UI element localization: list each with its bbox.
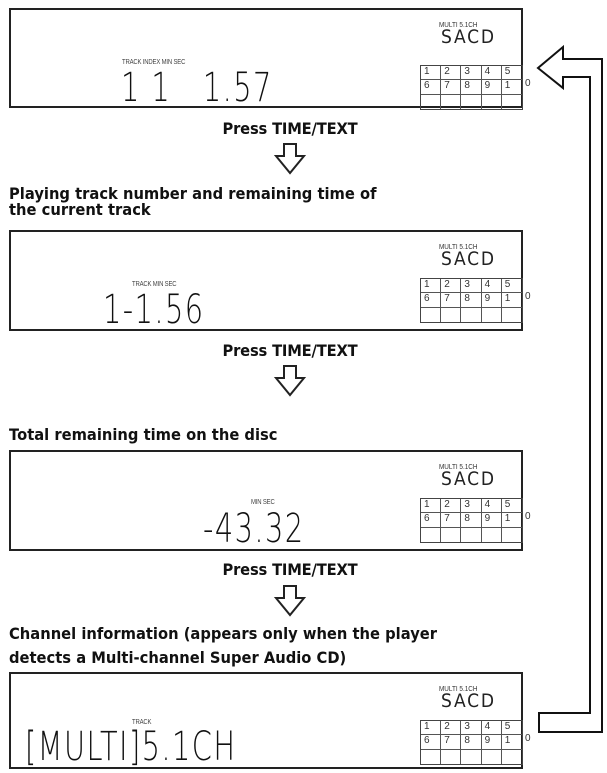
grid-trailing-digit: 0 bbox=[525, 511, 531, 522]
lcd-readout: -43.32 bbox=[203, 506, 305, 552]
lcd-field-label: TRACK MIN SEC bbox=[132, 281, 177, 288]
sacd-indicator: SACD bbox=[441, 468, 496, 490]
lcd-readout: 1 1 1.57 bbox=[121, 65, 273, 111]
sacd-indicator: SACD bbox=[441, 26, 496, 48]
lcd-field-label: TRACK bbox=[132, 719, 152, 726]
caption-total-remaining: Total remaining time on the disc bbox=[9, 425, 278, 444]
display-panel-track-index-time: TRACK INDEX MIN SEC 1 1 1.57 MULTI 5.1CH… bbox=[9, 8, 531, 111]
lcd-readout: 1-1.56 bbox=[103, 287, 205, 333]
multi-channel-indicator: MULTI 5.1CH bbox=[439, 242, 478, 251]
lcd-field-label: TRACK INDEX MIN SEC bbox=[122, 59, 186, 66]
down-arrow-icon bbox=[273, 365, 307, 397]
grid-trailing-digit: 0 bbox=[525, 733, 531, 744]
down-arrow-icon bbox=[273, 143, 307, 175]
step-instruction: Press TIME/TEXT bbox=[222, 560, 358, 579]
step-instruction: Press TIME/TEXT bbox=[222, 341, 358, 360]
caption-current-track-remaining: Playing track number and remaining time … bbox=[9, 184, 377, 219]
sacd-indicator: SACD bbox=[441, 690, 496, 712]
multi-channel-indicator: MULTI 5.1CH bbox=[439, 20, 478, 29]
lcd-field-label: MIN SEC bbox=[251, 499, 275, 506]
grid-trailing-digit: 0 bbox=[525, 291, 531, 302]
multi-channel-indicator: MULTI 5.1CH bbox=[439, 684, 478, 693]
grid-trailing-digit: 0 bbox=[525, 78, 531, 89]
multi-channel-indicator: MULTI 5.1CH bbox=[439, 462, 478, 471]
caption-channel-information: Channel information (appears only when t… bbox=[9, 624, 438, 667]
sacd-indicator: SACD bbox=[441, 248, 496, 270]
lcd-readout: [MULTI]5.1CH bbox=[25, 724, 237, 770]
step-instruction: Press TIME/TEXT bbox=[222, 119, 358, 138]
down-arrow-icon bbox=[273, 585, 307, 617]
